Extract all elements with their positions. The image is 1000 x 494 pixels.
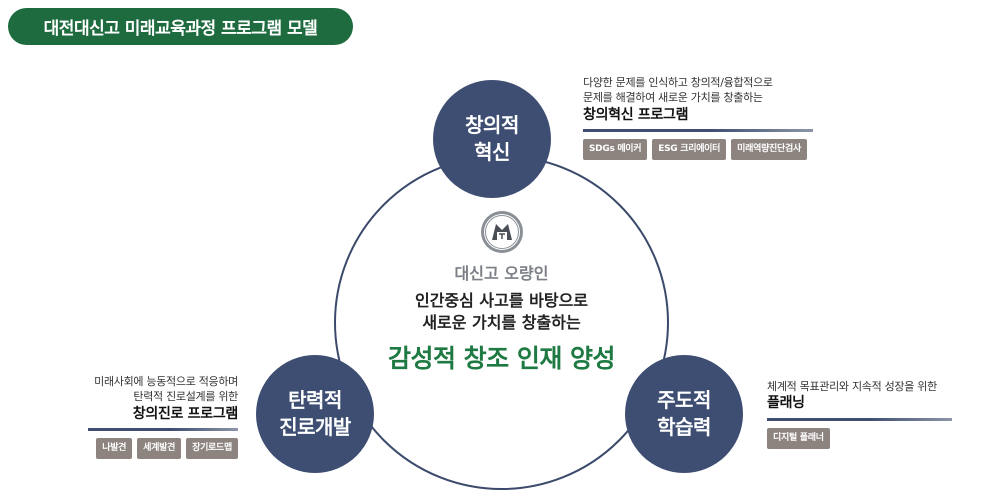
program-tag: SDGs 메이커 xyxy=(583,139,648,160)
program-group-right: 체계적 목표관리와 지속적 성장을 위한 플래닝 디지털 플래너 xyxy=(767,379,952,449)
program-tag: 디지털 플래너 xyxy=(767,427,830,449)
vision-line-2: 새로운 가치를 창출하는 xyxy=(422,312,581,332)
group-desc-line: 탄력적 진로설계를 위한 xyxy=(133,390,238,404)
vision-subtitle: 대신고 오량인 xyxy=(454,264,549,283)
program-group-top: 다양한 문제를 인식하고 창의적/융합적으로 문제를 해결하여 새로운 가치를 … xyxy=(583,75,813,160)
group-desc-line: 미래사회에 능동적으로 적응하며 xyxy=(94,375,238,388)
node-label-line1: 주도적 xyxy=(657,388,711,412)
program-group-left: 미래사회에 능동적으로 적응하며 탄력적 진로설계를 위한 창의진로 프로그램 … xyxy=(88,374,238,459)
vision-main: 감성적 창조 인재 양성 xyxy=(387,344,616,374)
node-label-line2: 진로개발 xyxy=(279,415,351,439)
tag-list: SDGs 메이커 ESG 크리에이터 미래역량진단검사 xyxy=(583,139,813,160)
node-label-line1: 탄력적 xyxy=(288,388,342,412)
vision-line-1: 인간중심 사고를 바탕으로 xyxy=(414,291,589,310)
group-desc-line: 문제를 해결하여 새로운 가치를 창출하는 xyxy=(583,91,763,105)
tag-list: 디지털 플래너 xyxy=(767,427,952,449)
program-title: 플래닝 xyxy=(767,395,805,412)
program-tag: 나발견 xyxy=(96,438,133,459)
program-tag: 미래역량진단검사 xyxy=(731,139,807,160)
center-vision: 대신고 오량인 인간중심 사고를 바탕으로 새로운 가치를 창출하는 감성적 창… xyxy=(334,210,669,375)
program-tag: 장기로드맵 xyxy=(186,438,238,459)
group-desc-line: 다양한 문제를 인식하고 창의적/융합적으로 xyxy=(583,76,773,89)
program-underline xyxy=(88,428,238,432)
program-title: 창의진로 프로그램 xyxy=(132,405,239,422)
program-underline xyxy=(767,417,952,421)
node-self-directed-learning: 주도적 학습력 xyxy=(625,355,743,473)
node-creative-innovation: 창의적 혁신 xyxy=(433,80,551,198)
node-label-line2: 혁신 xyxy=(474,140,510,164)
node-label-line1: 창의적 xyxy=(465,113,519,137)
page-title: 대전대신고 미래교육과정 프로그램 모델 xyxy=(8,8,353,45)
group-desc-line: 체계적 목표관리와 지속적 성장을 위한 xyxy=(767,380,937,393)
node-career-development: 탄력적 진로개발 xyxy=(256,355,374,473)
program-title: 창의혁신 프로그램 xyxy=(583,106,689,123)
school-emblem-icon xyxy=(480,211,523,253)
node-label-line2: 학습력 xyxy=(657,415,711,439)
program-tag: 세계발견 xyxy=(137,438,182,459)
program-tag: ESG 크리에이터 xyxy=(652,139,727,160)
tag-list: 나발견 세계발견 장기로드맵 xyxy=(88,438,238,459)
program-underline xyxy=(583,129,813,133)
